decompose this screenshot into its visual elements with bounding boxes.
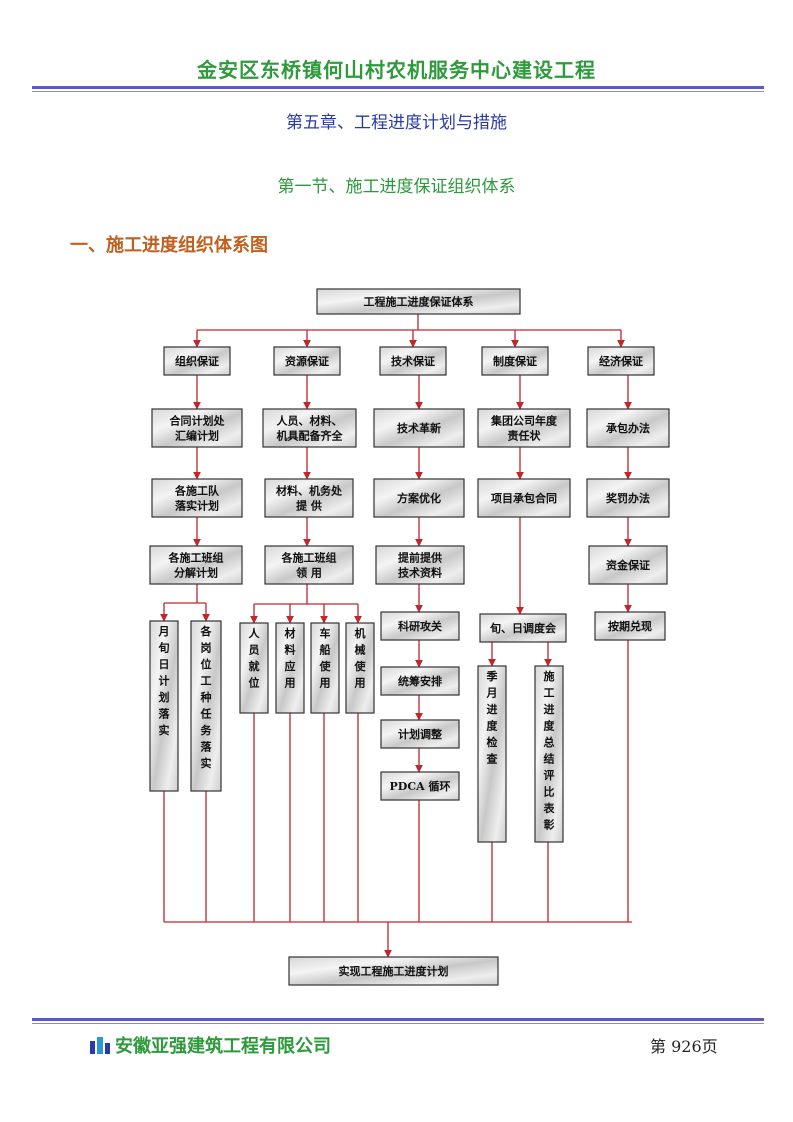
root-box: 工程施工进度保证体系	[316, 288, 521, 315]
eco-contract-method: 承包办法	[586, 408, 670, 448]
eco-funds: 资金保证	[588, 545, 668, 585]
sys-contract: 项目承包合同	[477, 478, 571, 518]
branch-economy: 经济保证	[587, 346, 655, 376]
res-allocation-label: 人员、材料、机具配备齐全	[277, 414, 344, 443]
tech-pdca: PDCA 循环	[380, 771, 460, 801]
res-machinery: 机械使用	[345, 622, 375, 714]
org-schedule-implement: 月旬日计划落实	[149, 620, 179, 792]
res-allocation: 人员、材料、机具配备齐全	[262, 408, 357, 448]
res-vehicles: 车船使用	[310, 622, 340, 714]
tech-plan-adjust: 计划调整	[380, 719, 460, 749]
tech-optimization-label: 方案优化	[397, 491, 441, 505]
sys-dispatch-meeting: 旬、日调度会	[479, 613, 567, 643]
branch-resource: 资源保证	[273, 346, 341, 376]
org-schedule-implement-label: 月旬日计划落实	[158, 625, 171, 737]
res-groups-use-label: 各施工班组领 用	[281, 551, 337, 580]
tech-early-data: 提前提供技术资料	[375, 545, 465, 585]
org-teams-plan-label: 各施工队落实计划	[174, 484, 220, 513]
sys-summary-awards: 施工进度总结评比表彰	[534, 665, 564, 843]
res-supply: 材料、机务处提 供	[264, 478, 354, 518]
res-personnel-label: 人员就位	[249, 626, 261, 690]
res-groups-use: 各施工班组领 用	[264, 545, 354, 585]
sys-contract-label: 项目承包合同	[491, 491, 557, 505]
org-groups-plan: 各施工班组分解计划	[149, 545, 243, 585]
root-box-label: 工程施工进度保证体系	[364, 295, 474, 309]
section-title: 第一节、施工进度保证组织体系	[277, 177, 516, 197]
res-personnel: 人员就位	[239, 622, 269, 714]
tech-innovation-label: 技术革新	[397, 421, 441, 435]
branch-system: 制度保证	[481, 346, 549, 376]
eco-reward-penalty: 奖罚办法	[586, 478, 670, 518]
branch-technology: 技术保证	[379, 346, 447, 376]
org-teams-plan: 各施工队落实计划	[151, 478, 243, 518]
goal-box-label: 实现工程施工进度计划	[339, 964, 449, 978]
footer-company: 安徽亚强建筑工程有限公司	[88, 1032, 331, 1058]
footer-company-name: 安徽亚强建筑工程有限公司	[115, 1036, 331, 1057]
header-rule	[32, 86, 764, 89]
tech-early-data-label: 提前提供技术资料	[398, 551, 442, 580]
tech-pdca-label: PDCA 循环	[390, 779, 451, 793]
tech-coordination: 统筹安排	[380, 666, 460, 696]
eco-contract-method-label: 承包办法	[606, 421, 650, 435]
tech-research: 科研攻关	[380, 611, 460, 641]
branch-system-label: 制度保证	[493, 354, 537, 368]
tech-plan-adjust-label: 计划调整	[398, 727, 442, 741]
branch-organization-label: 组织保证	[175, 354, 219, 368]
subsection-title: 一、施工进度组织体系图	[70, 235, 268, 256]
sys-responsibility-label: 集团公司年度责任状	[490, 414, 558, 443]
sys-progress-check: 季月进度检查	[477, 665, 507, 843]
eco-timely-payment-label: 按期兑现	[608, 619, 652, 633]
footer-page-number: 第 926页	[650, 1037, 718, 1056]
res-materials-label: 材料应用	[285, 626, 296, 690]
branch-organization: 组织保证	[163, 346, 231, 376]
res-supply-label: 材料、机务处提 供	[276, 484, 343, 513]
header-rule-thin	[32, 91, 764, 92]
eco-reward-penalty-label: 奖罚办法	[606, 491, 650, 505]
org-post-tasks-label: 各岗位工种任务落实	[200, 624, 213, 770]
tech-research-label: 科研攻关	[398, 619, 442, 633]
document-header-title: 金安区东桥镇何山村农机服务中心建设工程	[197, 58, 596, 82]
branch-resource-label: 资源保证	[285, 354, 329, 368]
org-contract-plan: 合同计划处汇编计划	[151, 408, 243, 448]
res-materials: 材料应用	[275, 622, 305, 714]
branch-economy-label: 经济保证	[599, 354, 643, 368]
res-vehicles-label: 车船使用	[319, 626, 332, 690]
footer-rule-thin	[32, 1023, 764, 1024]
branch-technology-label: 技术保证	[391, 354, 435, 368]
sys-summary-awards-label: 施工进度总结评比表彰	[543, 669, 556, 832]
org-groups-plan-label: 各施工班组分解计划	[168, 551, 224, 580]
tech-optimization: 方案优化	[373, 478, 465, 518]
org-post-tasks: 各岗位工种任务落实	[190, 620, 222, 792]
footer-rule	[32, 1018, 764, 1021]
sys-responsibility: 集团公司年度责任状	[477, 408, 571, 448]
org-contract-plan-label: 合同计划处汇编计划	[170, 414, 226, 443]
tech-innovation: 技术革新	[373, 408, 465, 448]
sys-progress-check-label: 季月进度检查	[486, 669, 499, 766]
chapter-title: 第五章、工程进度计划与措施	[286, 113, 507, 133]
eco-funds-label: 资金保证	[606, 558, 650, 572]
eco-timely-payment: 按期兑现	[594, 611, 666, 641]
goal-box: 实现工程施工进度计划	[288, 956, 499, 986]
company-logo-icon	[90, 1037, 110, 1054]
tech-coordination-label: 统筹安排	[398, 674, 442, 688]
sys-dispatch-meeting-label: 旬、日调度会	[489, 621, 557, 635]
res-machinery-label: 机械使用	[354, 626, 367, 690]
